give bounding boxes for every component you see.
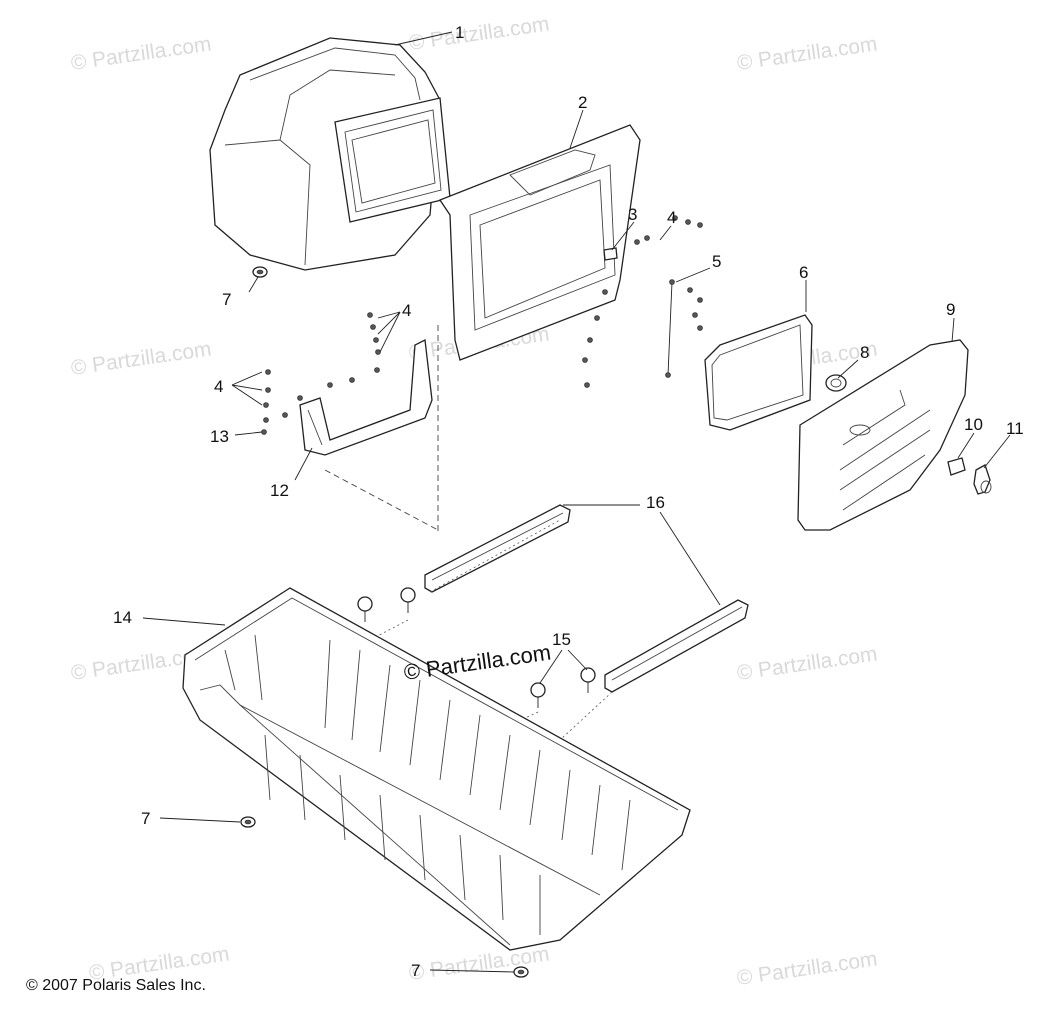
callout-5: 5	[712, 252, 721, 271]
watermark: © Partzilla.com	[69, 337, 212, 379]
callout-7: 7	[141, 809, 150, 828]
callout-7: 7	[222, 290, 231, 309]
part-15-screws	[357, 587, 596, 708]
callout-4: 4	[402, 301, 411, 320]
watermark: © Partzilla.com	[69, 32, 212, 74]
callout-4: 4	[667, 208, 676, 227]
callout-10: 10	[964, 415, 983, 434]
callout-15: 15	[552, 630, 571, 649]
fasteners-upper	[582, 215, 703, 388]
part-3-clip	[603, 247, 618, 261]
callout-9: 9	[946, 300, 955, 319]
callout-16: 16	[646, 493, 665, 512]
part-7-upper-nut	[252, 266, 268, 278]
part-7-bottom-nut	[513, 966, 529, 978]
part-11-lock	[973, 464, 992, 495]
assembly-line	[324, 469, 439, 531]
callout-7: 7	[411, 961, 420, 980]
callout-14: 14	[113, 608, 132, 627]
callout-11: 11	[1006, 419, 1024, 438]
part-14-tub	[182, 587, 691, 951]
watermark: © Partzilla.com	[735, 642, 878, 684]
part-6-seal	[704, 314, 813, 431]
callout-labels: 1 2 3 4 5 6 7 4 4 8 9 10 11 12 13 14 15 …	[113, 23, 1024, 980]
copyright-notice: © 2007 Polaris Sales Inc.	[26, 977, 206, 994]
watermark: © Partzilla.com	[735, 947, 878, 989]
watermark: © Partzilla.com	[407, 942, 550, 984]
callout-6: 6	[799, 263, 808, 282]
part-8-grommet	[825, 374, 847, 392]
watermark: © Partzilla.com	[735, 32, 878, 74]
callout-4: 4	[214, 377, 223, 396]
part-12-plate	[299, 339, 433, 456]
part-5-rod	[667, 281, 673, 376]
callout-3: 3	[628, 205, 637, 224]
callout-8: 8	[860, 343, 869, 362]
part-2-frame	[439, 124, 641, 361]
part-9-door	[797, 339, 969, 531]
part-10-latch-plate	[947, 457, 966, 476]
fasteners-left	[261, 312, 381, 435]
callout-1: 1	[455, 23, 464, 42]
alignment-line	[559, 691, 613, 741]
part-16-rails	[424, 504, 749, 693]
callout-12: 12	[270, 481, 289, 500]
watermark: © Partzilla.com	[407, 12, 550, 54]
leader-lines	[142, 31, 1011, 973]
part-7-lower-nut	[240, 816, 256, 828]
callout-2: 2	[578, 93, 587, 112]
center-watermark: © Partzilla.com	[402, 640, 552, 685]
callout-13: 13	[210, 427, 229, 446]
part-1-housing	[209, 37, 451, 271]
